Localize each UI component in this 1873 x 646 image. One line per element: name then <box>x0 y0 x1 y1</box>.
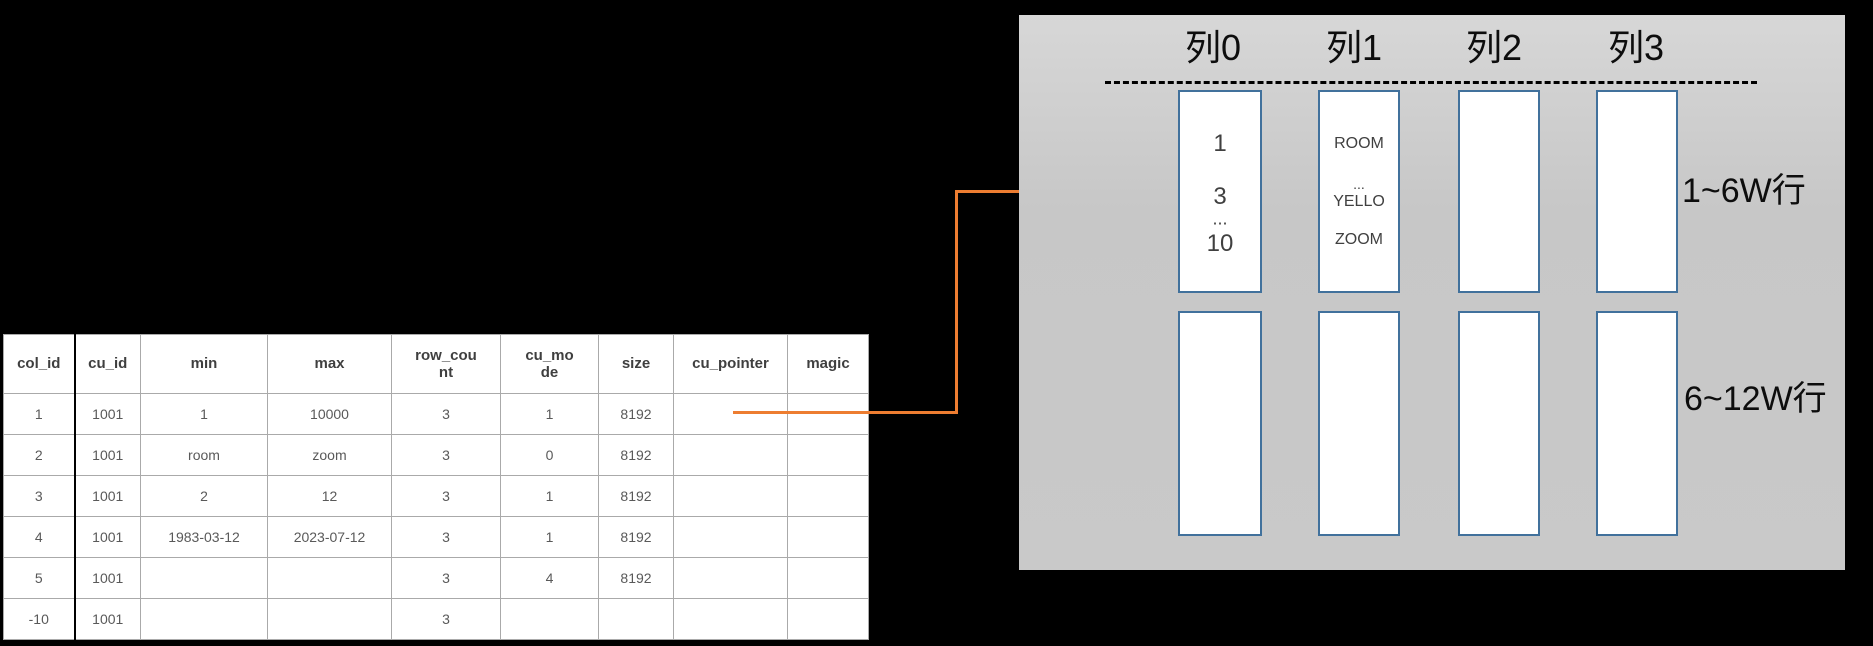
cu-block-value: ... <box>1353 176 1365 192</box>
table-cell: 1001 <box>74 393 141 435</box>
table-cell <box>673 516 788 558</box>
row-range-label: 1~6W行 <box>1682 172 1806 210</box>
cu-block-value: ROOM <box>1334 135 1384 152</box>
column-header: cu_mode <box>500 334 599 394</box>
cu-block <box>1458 311 1540 536</box>
panel-column-label: 列3 <box>1607 27 1665 68</box>
table-cell: 3 <box>391 393 501 435</box>
cu-block <box>1596 90 1678 293</box>
table-cell: 3 <box>391 434 501 476</box>
table-cell: 3 <box>391 475 501 517</box>
table-cell: 4 <box>3 516 76 558</box>
table-cell <box>673 598 788 640</box>
table-cell: 3 <box>391 557 501 599</box>
table-cell: -10 <box>3 598 76 640</box>
cu-block-value: 10 <box>1206 230 1234 257</box>
table-cell: 1001 <box>74 434 141 476</box>
column-header: cu_id <box>74 334 141 394</box>
table-cell: 3 <box>391 598 501 640</box>
cu-block: 1 3...10 <box>1178 90 1262 293</box>
table-cell <box>787 475 869 517</box>
table-cell <box>673 475 788 517</box>
column-header: cu_pointer <box>673 334 788 394</box>
table-cell: 8192 <box>598 475 674 517</box>
table-cell: 0 <box>500 434 599 476</box>
panel-column-label: 列1 <box>1325 27 1383 68</box>
table-cell: 1 <box>500 393 599 435</box>
table-cell <box>140 557 268 599</box>
table-cell: 1 <box>500 516 599 558</box>
table-cell <box>787 393 869 435</box>
table-cell: 1001 <box>74 557 141 599</box>
table-cell <box>673 434 788 476</box>
cu-block-value: 3 <box>1213 183 1227 210</box>
table-cell: 1001 <box>74 475 141 517</box>
table-cell: 2 <box>3 434 76 476</box>
cu-block-value: ZOOM <box>1335 231 1383 248</box>
table-cell: 8192 <box>598 434 674 476</box>
table-cell: 3 <box>3 475 76 517</box>
table-cell <box>673 557 788 599</box>
table-cell: 1001 <box>74 598 141 640</box>
table-cell <box>140 598 268 640</box>
table-cell: 8192 <box>598 393 674 435</box>
table-cell <box>673 393 788 435</box>
table-cell: 5 <box>3 557 76 599</box>
cu-block <box>1178 311 1262 536</box>
column-header: magic <box>787 334 869 394</box>
table-cell: 2023-07-12 <box>267 516 392 558</box>
column-header: row_count <box>391 334 501 394</box>
table-cell: room <box>140 434 268 476</box>
cu-block: ROOM...YELLO ZOOM <box>1318 90 1400 293</box>
column-header: size <box>598 334 674 394</box>
table-cell <box>267 557 392 599</box>
table-cell: 8192 <box>598 557 674 599</box>
table-cell: 1001 <box>74 516 141 558</box>
panel-column-label: 列0 <box>1184 27 1242 68</box>
cu-pointer-arrow-tail-segment <box>733 411 958 414</box>
panel-column-label: 列2 <box>1465 27 1523 68</box>
table-cell: 1983-03-12 <box>140 516 268 558</box>
table-cell: 10000 <box>267 393 392 435</box>
cu-block <box>1596 311 1678 536</box>
table-cell: 2 <box>140 475 268 517</box>
cu-block-value: 1 <box>1213 130 1227 157</box>
table-cell: 8192 <box>598 516 674 558</box>
table-cell: 12 <box>267 475 392 517</box>
table-cell: 1 <box>3 393 76 435</box>
table-cell <box>787 516 869 558</box>
cu-block <box>1458 90 1540 293</box>
column-header: min <box>140 334 268 394</box>
cu-block-value: ... <box>1212 208 1228 229</box>
column-header: col_id <box>3 334 76 394</box>
table-cell <box>787 434 869 476</box>
table-cell <box>787 598 869 640</box>
header-dashed-divider <box>1105 81 1757 84</box>
table-cell <box>500 598 599 640</box>
table-cell <box>598 598 674 640</box>
table-cell <box>787 557 869 599</box>
table-cell: 1 <box>140 393 268 435</box>
table-cell: zoom <box>267 434 392 476</box>
column-header: max <box>267 334 392 394</box>
cu-block <box>1318 311 1400 536</box>
row-range-label: 6~12W行 <box>1684 380 1827 418</box>
table-cell: 1 <box>500 475 599 517</box>
cu-pointer-arrow-vertical-segment <box>955 190 958 414</box>
table-cell <box>267 598 392 640</box>
table-cell: 4 <box>500 557 599 599</box>
table-cell: 3 <box>391 516 501 558</box>
cu-block-value: YELLO <box>1333 193 1385 210</box>
